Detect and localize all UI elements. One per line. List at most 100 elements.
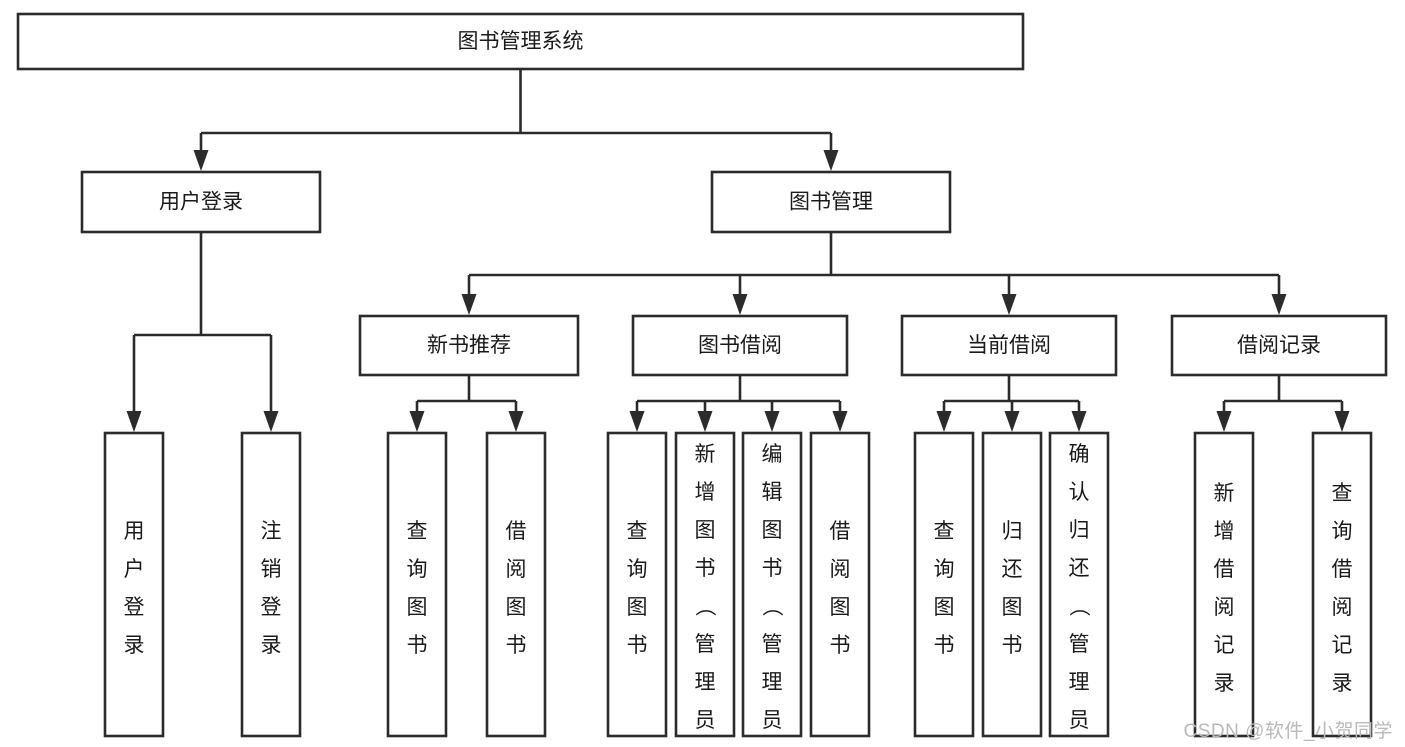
svg-text:图: 图 xyxy=(627,596,648,619)
arrow-head-icon xyxy=(409,411,425,432)
arrow-head-icon xyxy=(1271,294,1287,315)
svg-text:阅: 阅 xyxy=(1332,596,1353,619)
svg-text:编: 编 xyxy=(762,443,783,466)
connector-group-borrow xyxy=(629,375,848,432)
node-box xyxy=(80,170,322,234)
node-root[interactable]: 图书管理系统 xyxy=(16,12,1025,71)
connector-group-bookmgmt xyxy=(461,232,1287,315)
node-login[interactable]: 用户登录 xyxy=(80,170,322,234)
svg-text:查: 查 xyxy=(1332,482,1353,505)
svg-text:图: 图 xyxy=(506,596,527,619)
node-box xyxy=(386,431,448,738)
node-box xyxy=(741,431,803,738)
arrow-head-icon xyxy=(263,411,279,432)
node-box xyxy=(913,431,975,738)
arrow-head-icon xyxy=(823,150,839,171)
node-borrow[interactable]: 图书借阅 xyxy=(631,314,849,377)
arrow-head-icon xyxy=(732,294,748,315)
node-bookmgmt[interactable]: 图书管理 xyxy=(710,170,952,234)
node-box xyxy=(710,170,952,234)
svg-text:录: 录 xyxy=(261,634,282,657)
svg-text:图: 图 xyxy=(762,519,783,542)
arrow-head-icon xyxy=(1001,294,1017,315)
node-label: 当前借阅 xyxy=(967,334,1051,357)
svg-text:管: 管 xyxy=(1069,633,1090,656)
svg-text:理: 理 xyxy=(1069,671,1090,694)
svg-text:书: 书 xyxy=(627,634,648,657)
connector-group-newbook xyxy=(409,375,524,432)
svg-text:询: 询 xyxy=(407,558,428,581)
node-box xyxy=(1311,431,1373,738)
connector-layer xyxy=(126,69,1350,432)
node-box xyxy=(485,431,547,738)
svg-text:书: 书 xyxy=(1002,634,1023,657)
svg-text:注: 注 xyxy=(261,520,282,543)
node-label: 用户登录 xyxy=(124,520,145,657)
node-box xyxy=(1170,314,1388,377)
svg-text:（: （ xyxy=(760,596,783,617)
svg-text:书: 书 xyxy=(762,557,783,580)
node-leaf-login-1[interactable]: 用户登录 xyxy=(103,431,165,738)
svg-text:阅: 阅 xyxy=(506,558,527,581)
svg-text:理: 理 xyxy=(695,671,716,694)
arrow-head-icon xyxy=(936,411,952,432)
svg-text:登: 登 xyxy=(124,596,145,619)
svg-text:新: 新 xyxy=(695,443,716,466)
svg-text:图: 图 xyxy=(830,596,851,619)
arrow-head-icon xyxy=(1071,411,1087,432)
svg-text:录: 录 xyxy=(124,634,145,657)
svg-text:图: 图 xyxy=(695,519,716,542)
svg-text:认: 认 xyxy=(1069,481,1090,504)
node-records[interactable]: 借阅记录 xyxy=(1170,314,1388,377)
arrow-head-icon xyxy=(126,411,142,432)
svg-text:书: 书 xyxy=(506,634,527,657)
connector-group-current xyxy=(936,375,1087,432)
node-box xyxy=(103,431,165,738)
node-newbook[interactable]: 新书推荐 xyxy=(358,314,580,377)
node-label: 图书管理 xyxy=(789,191,873,214)
node-box xyxy=(606,431,668,738)
node-box xyxy=(900,314,1118,377)
svg-text:查: 查 xyxy=(627,520,648,543)
svg-text:员: 员 xyxy=(695,709,716,732)
svg-text:书: 书 xyxy=(695,557,716,580)
svg-text:查: 查 xyxy=(407,520,428,543)
node-box xyxy=(809,431,871,738)
svg-text:归: 归 xyxy=(1002,520,1023,543)
node-box xyxy=(16,12,1025,71)
svg-text:借: 借 xyxy=(1332,558,1353,581)
svg-text:管: 管 xyxy=(762,633,783,656)
node-box xyxy=(981,431,1043,738)
svg-text:归: 归 xyxy=(1069,519,1090,542)
svg-text:阅: 阅 xyxy=(830,558,851,581)
svg-text:书: 书 xyxy=(407,634,428,657)
arrow-head-icon xyxy=(461,294,477,315)
svg-text:员: 员 xyxy=(1069,709,1090,732)
svg-text:记: 记 xyxy=(1332,634,1353,657)
node-current[interactable]: 当前借阅 xyxy=(900,314,1118,377)
connector-group-login xyxy=(126,232,279,432)
svg-text:询: 询 xyxy=(934,558,955,581)
svg-text:借: 借 xyxy=(830,520,851,543)
node-label: 图书管理系统 xyxy=(458,30,584,53)
svg-text:还: 还 xyxy=(1002,558,1023,581)
arrow-head-icon xyxy=(508,411,524,432)
svg-text:确: 确 xyxy=(1069,443,1090,466)
svg-text:借: 借 xyxy=(506,520,527,543)
